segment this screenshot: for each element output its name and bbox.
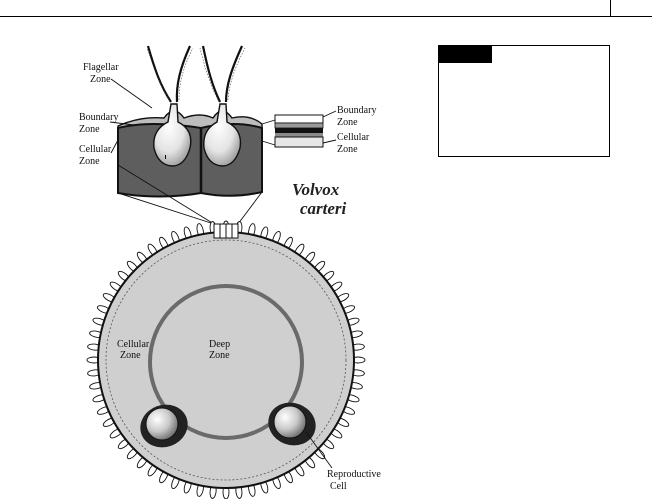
- label-cellular-zone-right-1: Cellular: [337, 132, 370, 143]
- flagella-left: [146, 45, 192, 103]
- page-header-rule: [0, 16, 652, 17]
- reproductive-leader: [305, 431, 333, 469]
- flagella-left-fringe: [146, 47, 194, 101]
- sidebar-box-tab: [439, 46, 492, 63]
- label-cellular-zone-left-1: Cellular: [79, 144, 112, 155]
- label-flagellar-zone-2: Zone: [90, 74, 111, 85]
- label-reproductive-cell-2: Cell: [330, 481, 347, 492]
- flagella-right: [201, 45, 244, 103]
- label-flagellar-zone-1: Flagellar: [83, 62, 119, 73]
- nucleus-left: [153, 103, 192, 167]
- label-boundary-zone-left-1: Boundary: [79, 112, 118, 123]
- reproductive-cell-left: [140, 404, 188, 448]
- nucleus-right: [203, 103, 242, 167]
- flagella-right-fringe: [199, 47, 246, 101]
- label-cellular-zone-left-2: Zone: [79, 156, 100, 167]
- reproductive-cell-right: [268, 402, 316, 446]
- sphere-inner-edge: [105, 239, 347, 481]
- sidebar-box: [438, 45, 610, 157]
- page-header-tick: [610, 0, 611, 16]
- label-cellular-zone-right-2: Zone: [337, 144, 358, 155]
- label-reproductive-cell-1: Reproductive: [327, 469, 381, 480]
- deep-zone-ring: [148, 284, 304, 440]
- cell-block-diagram: [109, 45, 337, 225]
- label-deep-zone-2: Zone: [209, 350, 230, 361]
- label-boundary-zone-right-2: Zone: [337, 117, 358, 128]
- leader-lines: [109, 78, 337, 225]
- figure-title-line1: Volvox: [292, 180, 340, 199]
- volvox-sphere: [86, 220, 366, 499]
- figure-title-line2: carteri: [300, 199, 347, 218]
- sidebar-box-foot: [165, 155, 166, 159]
- surface-cell-cluster: [213, 223, 239, 239]
- label-cellular-zone-inner-2: Zone: [120, 350, 141, 361]
- label-boundary-zone-right-1: Boundary: [337, 105, 376, 116]
- label-deep-zone-1: Deep: [209, 339, 230, 350]
- layer-inset: [274, 114, 324, 148]
- label-boundary-zone-left-2: Zone: [79, 124, 100, 135]
- label-cellular-zone-inner-1: Cellular: [117, 339, 150, 350]
